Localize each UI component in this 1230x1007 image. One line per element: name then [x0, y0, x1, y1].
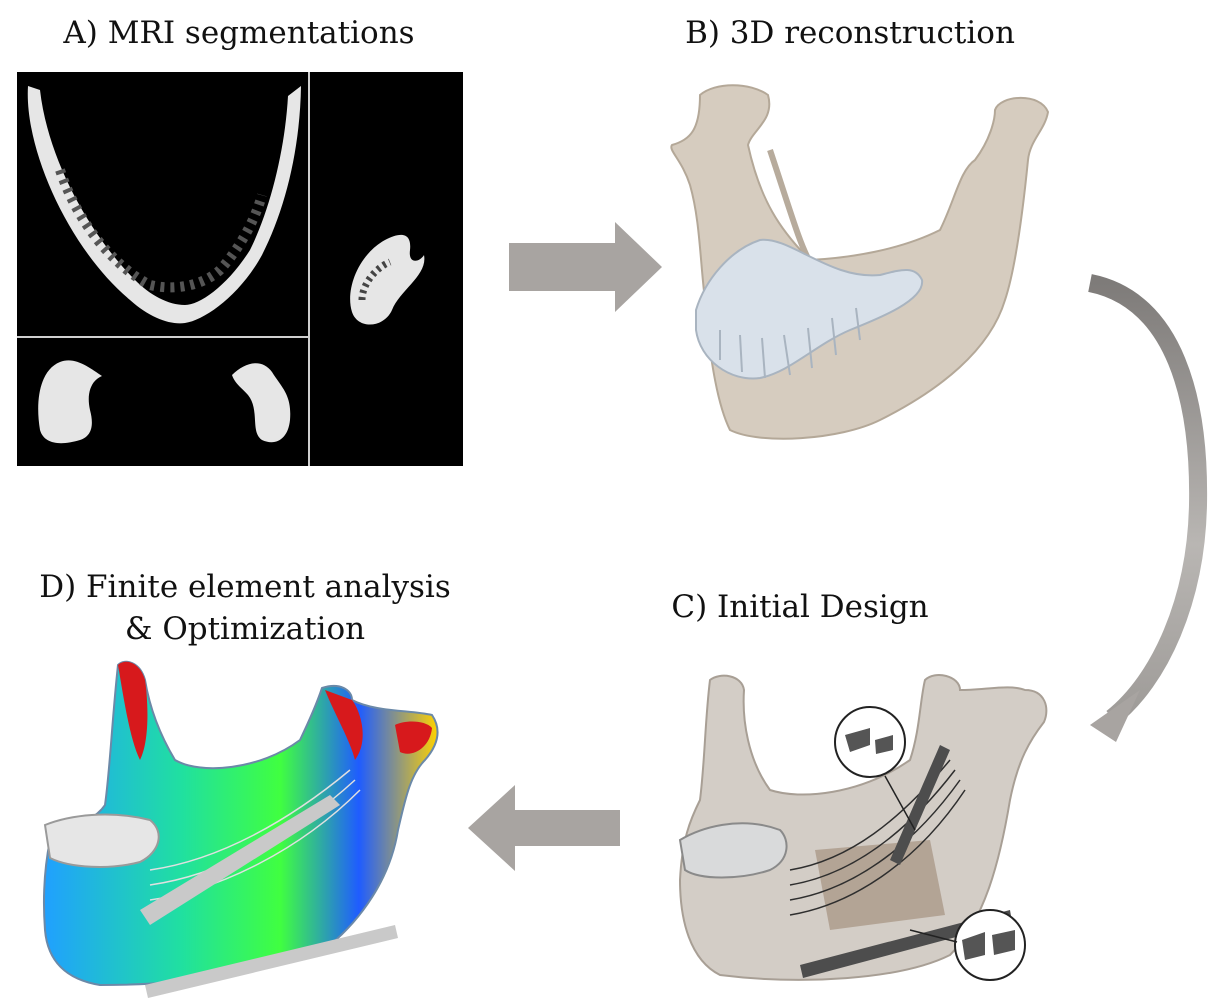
arrow-a-to-b: [509, 222, 662, 312]
fea-stress-right-condyle: [395, 721, 432, 754]
mri-panel: [17, 72, 463, 466]
design-panel: [678, 674, 1048, 981]
mri-sagittal-section: [350, 234, 425, 325]
panel-d-label-line1: D) Finite element analysis: [39, 569, 451, 605]
panel-c-label: C) Initial Design: [671, 589, 929, 625]
design-zoom-lower-leader: [909, 929, 958, 943]
reconstruction-panel: [670, 84, 1050, 440]
fea-panel: [42, 660, 439, 998]
design-teeth: [678, 822, 788, 879]
arrow-b-to-c: [1087, 274, 1208, 726]
fea-stress-left-condyle: [118, 661, 148, 760]
panel-b-label: B) 3D reconstruction: [685, 15, 1015, 51]
design-wires: [789, 759, 966, 916]
design-zoom-upper-leader: [884, 775, 916, 831]
design-zoom-upper-joint: [845, 728, 893, 754]
panel-d-label-line2: & Optimization: [124, 611, 366, 647]
design-zoom-lower: [954, 909, 1026, 981]
mri-trabecular-texture: [55, 168, 267, 293]
reconstruction-teeth: [695, 238, 924, 380]
panel-d-label: D) Finite element analysis & Optimizatio…: [0, 566, 490, 650]
design-upper-plate: [890, 745, 950, 865]
fea-teeth: [43, 813, 160, 868]
panel-a-label: A) MRI segmentations: [63, 15, 415, 51]
reconstruction-teeth-gaps: [719, 307, 861, 379]
design-graft-region: [815, 840, 945, 930]
fea-lower-plate: [145, 925, 398, 998]
fea-upper-plate: [140, 795, 340, 925]
mri-coronal-left: [38, 360, 102, 444]
arrow-c-to-d: [468, 785, 620, 871]
design-zoom-lower-joint: [962, 930, 1015, 960]
mri-coronal-right: [232, 363, 291, 443]
arrow-b-to-c-head: [1090, 690, 1140, 742]
fea-stress-right-ramus: [325, 690, 363, 760]
mri-axial-mandible: [27, 86, 302, 324]
design-mandible: [678, 674, 1048, 981]
